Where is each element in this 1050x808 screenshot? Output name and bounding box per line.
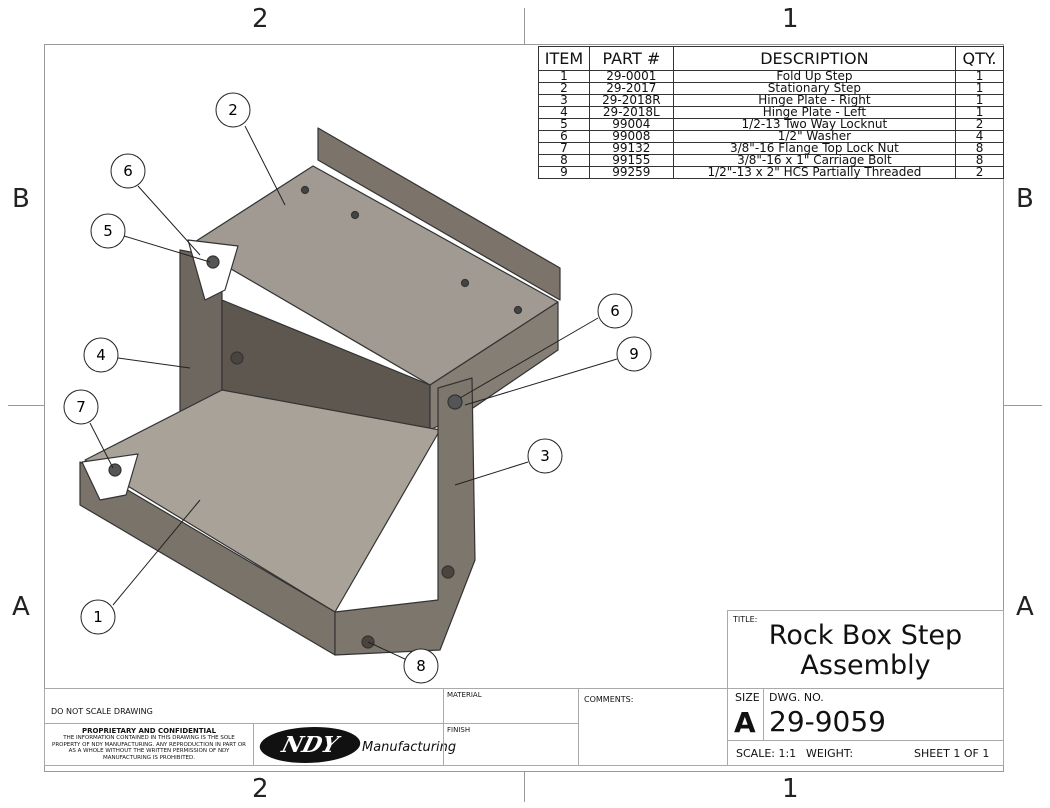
- bracket-left-upper: [187, 239, 239, 301]
- svg-text:9: 9: [629, 345, 639, 363]
- svg-text:7: 7: [76, 398, 86, 416]
- zone-label-left-a: A: [12, 592, 30, 622]
- divider: [524, 8, 525, 44]
- finish-cell: FINISH: [443, 723, 579, 766]
- bom-part: 29-0001: [588, 70, 674, 83]
- zone-label-right-a: A: [1016, 592, 1034, 622]
- scale-row: SCALE: 1:1 WEIGHT: SHEET 1 OF 1: [727, 740, 1004, 766]
- svg-text:6: 6: [123, 162, 133, 180]
- proprietary-cell: PROPRIETARY AND CONFIDENTIAL THE INFORMA…: [44, 723, 254, 766]
- divider: [8, 405, 44, 406]
- zone-label-left-b: B: [12, 184, 30, 214]
- svg-text:3: 3: [540, 447, 550, 465]
- svg-text:5: 5: [103, 222, 113, 240]
- bom-description: 1/2" Washer: [672, 130, 957, 143]
- do-not-scale-note: DO NOT SCALE DRAWING: [51, 707, 153, 716]
- scale: SCALE: 1:1: [736, 747, 797, 760]
- weight: WEIGHT:: [806, 747, 854, 760]
- proprietary-title: PROPRIETARY AND CONFIDENTIAL: [81, 727, 217, 735]
- bom-description: 3/8"-16 x 1" Carriage Bolt: [672, 154, 957, 167]
- balloon: 7: [63, 389, 99, 425]
- sheet-size: A: [734, 706, 756, 739]
- bom-description: Stationary Step: [672, 82, 957, 95]
- ndy-logo: NDY: [255, 727, 365, 763]
- bom-part: 99004: [588, 118, 674, 131]
- header-item: ITEM: [538, 46, 590, 71]
- zone-label-right-b: B: [1016, 184, 1034, 214]
- do-not-scale-cell: DO NOT SCALE DRAWING: [44, 688, 444, 724]
- svg-text:6: 6: [610, 302, 620, 320]
- header-part: PART #: [588, 46, 674, 71]
- bom-description: 3/8"-16 Flange Top Lock Nut: [672, 142, 957, 155]
- bom-qty: 2: [955, 166, 1004, 179]
- zone-label-bottom-1: 1: [782, 774, 799, 804]
- bom-header: ITEM PART # DESCRIPTION QTY.: [538, 46, 1004, 71]
- balloon: 2: [215, 92, 251, 128]
- balloon: 4: [83, 337, 119, 373]
- header-description: DESCRIPTION: [672, 46, 957, 71]
- size-cell: SIZE A: [727, 688, 764, 741]
- proprietary-text: THE INFORMATION CONTAINED IN THIS DRAWIN…: [52, 735, 246, 761]
- svg-text:8: 8: [416, 657, 426, 675]
- svg-text:4: 4: [96, 346, 106, 364]
- balloon: 1: [80, 599, 116, 635]
- sheet-number: SHEET 1 OF 1: [914, 747, 990, 760]
- balloon: 6: [597, 293, 633, 329]
- hinge-plate-right: [334, 377, 476, 656]
- balloon: 3: [527, 438, 563, 474]
- svg-text:2: 2: [228, 101, 238, 119]
- logo-cell: NDY Manufacturing: [253, 723, 456, 766]
- drawing-number: 29-9059: [769, 705, 886, 738]
- drawing-border: [44, 44, 1004, 772]
- dwg-no-cell: DWG. NO. 29-9059: [763, 688, 1004, 741]
- bom-item: 9: [538, 166, 590, 179]
- zone-label-bottom-2: 2: [252, 774, 269, 804]
- back-flange: [317, 127, 561, 301]
- zone-label-top-2: 2: [252, 4, 269, 34]
- balloons: 2 6 5 4 7 1 6 9 3 8: [63, 92, 652, 684]
- svg-text:1: 1: [93, 608, 103, 626]
- bom-part: 99132: [588, 142, 674, 155]
- balloon: 6: [110, 153, 146, 189]
- logo-subtitle: Manufacturing: [362, 740, 457, 755]
- bracket-left-lower: [81, 453, 139, 501]
- divider: [524, 772, 525, 802]
- bom-description: 1/2"-13 x 2" HCS Partially Threaded: [672, 166, 957, 179]
- zone-label-top-1: 1: [782, 4, 799, 34]
- header-qty: QTY.: [955, 46, 1004, 71]
- balloon: 5: [90, 213, 126, 249]
- comments-cell: COMMENTS:: [578, 688, 728, 766]
- bom-part: 29-2018R: [588, 94, 674, 107]
- divider: [1004, 405, 1042, 406]
- balloon: 8: [403, 648, 439, 684]
- balloon: 9: [616, 336, 652, 372]
- title-label: TITLE:: [733, 615, 758, 624]
- bom-part: 99259: [588, 166, 674, 179]
- material-cell: MATERIAL: [443, 688, 579, 724]
